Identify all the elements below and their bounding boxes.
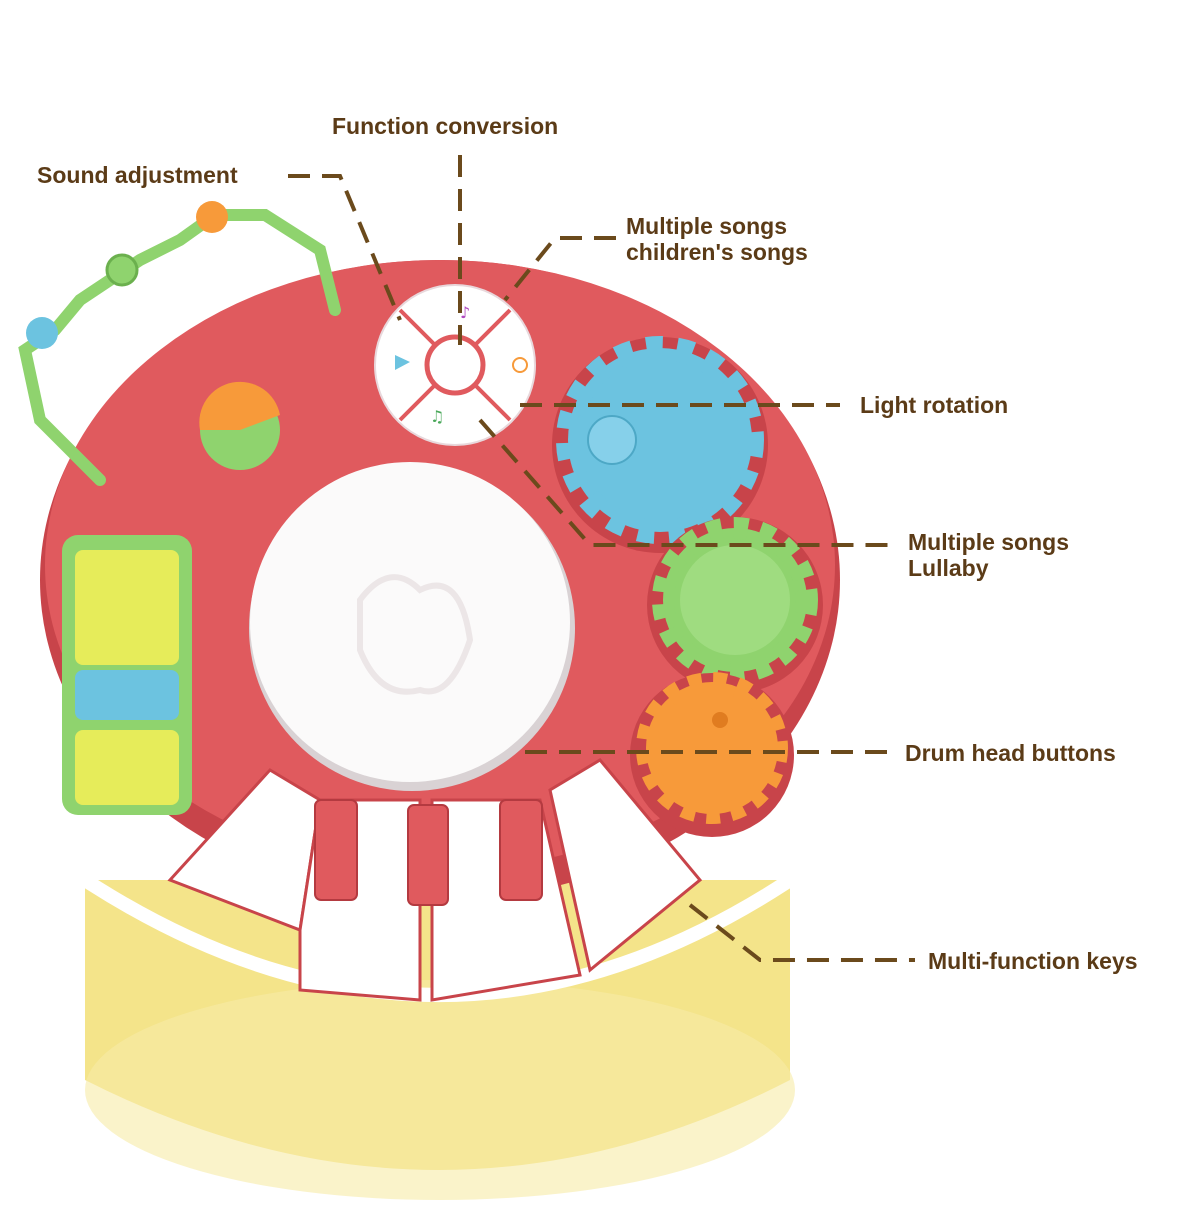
- label-function-conversion: Function conversion: [332, 113, 559, 139]
- label-sound-adjustment: Sound adjustment: [37, 162, 238, 188]
- svg-text:♪: ♪: [460, 303, 470, 322]
- label-children-songs: Multiple songs children's songs: [626, 213, 808, 265]
- spinning-ball: [199, 381, 280, 470]
- bead-blue: [26, 317, 58, 349]
- gear-blue: [552, 336, 768, 553]
- label-drum-head-buttons: Drum head buttons: [905, 740, 1116, 766]
- gear-orange: [630, 672, 794, 837]
- svg-text:♫: ♫: [430, 407, 444, 426]
- piano-black-keys: [314, 799, 543, 906]
- bead-green: [105, 253, 139, 287]
- leader-keys: [688, 903, 915, 962]
- label-lullaby-line1: Multiple songs: [908, 529, 1069, 555]
- control-button-cluster: ♫ ♪: [374, 284, 536, 446]
- label-light-rotation: Light rotation: [860, 392, 1009, 418]
- bead-orange: [196, 201, 228, 233]
- label-lullaby: Multiple songs Lullaby: [908, 529, 1069, 581]
- label-lullaby-line2: Lullaby: [908, 555, 989, 581]
- label-children-songs-line1: Multiple songs: [626, 213, 787, 239]
- label-children-songs-line2: children's songs: [626, 239, 808, 265]
- leader-children-songs: [503, 236, 616, 302]
- flip-phone-toy: [62, 535, 192, 815]
- gear-green: [647, 517, 823, 693]
- drum-head: [249, 462, 575, 791]
- leader-lullaby: [478, 418, 898, 547]
- label-multi-function-keys: Multi-function keys: [928, 948, 1138, 974]
- leader-lines: [288, 155, 915, 962]
- leader-sound: [288, 174, 402, 321]
